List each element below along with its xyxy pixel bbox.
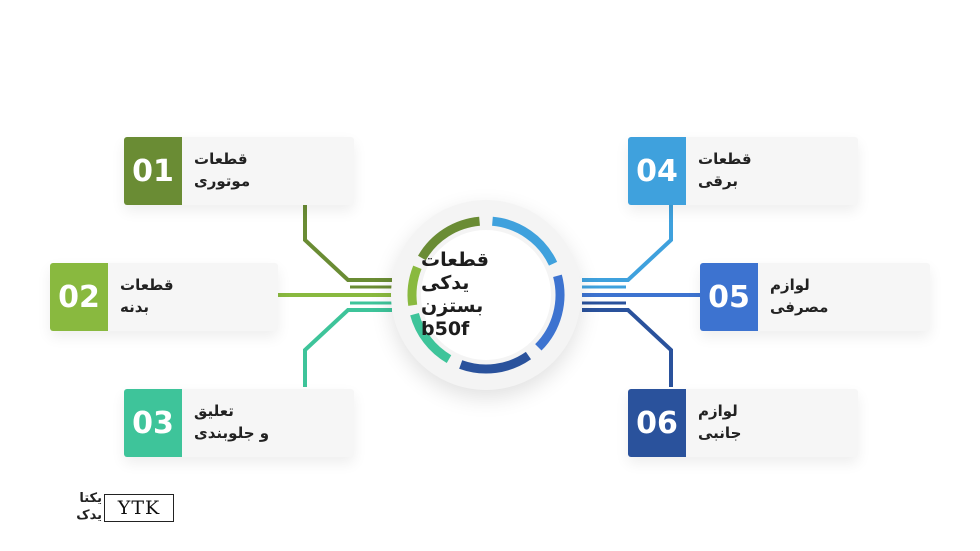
item-card-06: 06 لوازم جانبی bbox=[628, 389, 858, 457]
hub-ring bbox=[407, 216, 565, 374]
item-label-03-line2: و جلوبندی bbox=[194, 424, 270, 442]
connector-03 bbox=[303, 308, 392, 387]
item-label-06: لوازم جانبی bbox=[698, 389, 823, 457]
item-label-01-line1: قطعات bbox=[194, 150, 248, 169]
item-label-04-line2: برقی bbox=[698, 172, 738, 190]
item-number-03: 03 bbox=[124, 389, 182, 457]
item-card-04: 04 قطعات برقی bbox=[628, 137, 858, 205]
hub-line-3: بستزن bbox=[421, 295, 484, 317]
hub-ring-segment-01 bbox=[418, 216, 481, 261]
item-label-06-line1: لوازم bbox=[698, 402, 738, 421]
item-number-06: 06 bbox=[628, 389, 686, 457]
item-label-02-line1: قطعات bbox=[120, 276, 174, 295]
item-label-01: قطعات موتوری bbox=[194, 137, 324, 205]
item-number-05: 05 bbox=[700, 263, 758, 331]
item-number-02: 02 bbox=[50, 263, 108, 331]
hub-title: قطعات یدکی بستزن b50f bbox=[421, 238, 533, 352]
connector-01 bbox=[303, 204, 392, 282]
item-label-05-line1: لوازم bbox=[770, 276, 810, 295]
hub-ring-segment-06 bbox=[459, 351, 532, 374]
connector-04 bbox=[582, 204, 673, 282]
logo-text-fa-line1: یکتا bbox=[79, 491, 102, 506]
hub-line-1: قطعات bbox=[421, 248, 489, 271]
item-card-03: 03 تعلیق و جلوبندی bbox=[124, 389, 354, 457]
item-label-03-line1: تعلیق bbox=[194, 402, 234, 421]
hub-ring-segment-05 bbox=[535, 274, 565, 351]
hub-inner-circle bbox=[421, 230, 551, 360]
logo-text-en: YTK bbox=[104, 494, 174, 522]
hub-ring-segment-03 bbox=[410, 312, 452, 363]
hub-ring-segment-04 bbox=[491, 216, 558, 266]
item-card-05: 05 لوازم مصرفی bbox=[700, 263, 930, 331]
logo-text-fa-line2: یدک bbox=[76, 508, 102, 523]
item-label-05-line2: مصرفی bbox=[770, 298, 829, 316]
item-label-01-line2: موتوری bbox=[194, 172, 251, 190]
item-label-04-line1: قطعات bbox=[698, 150, 752, 169]
ytk-logo: یکتا یدک YTK bbox=[58, 490, 178, 530]
item-label-02-line2: بدنه bbox=[120, 298, 150, 316]
item-label-05: لوازم مصرفی bbox=[770, 263, 850, 331]
item-number-01: 01 bbox=[124, 137, 182, 205]
hub-ring-segment-02 bbox=[407, 265, 422, 306]
item-card-01: 01 قطعات موتوری bbox=[124, 137, 354, 205]
item-label-03: تعلیق و جلوبندی bbox=[194, 389, 324, 457]
item-label-06-line2: جانبی bbox=[698, 424, 742, 442]
hub-line-4: b50f bbox=[421, 318, 470, 341]
item-card-02: 02 قطعات بدنه bbox=[50, 263, 278, 331]
item-number-04: 04 bbox=[628, 137, 686, 205]
connector-06 bbox=[582, 308, 673, 387]
hub-line-2: یدکی bbox=[421, 271, 470, 294]
item-label-04: قطعات برقی bbox=[698, 137, 818, 205]
item-label-02: قطعات بدنه bbox=[120, 263, 250, 331]
